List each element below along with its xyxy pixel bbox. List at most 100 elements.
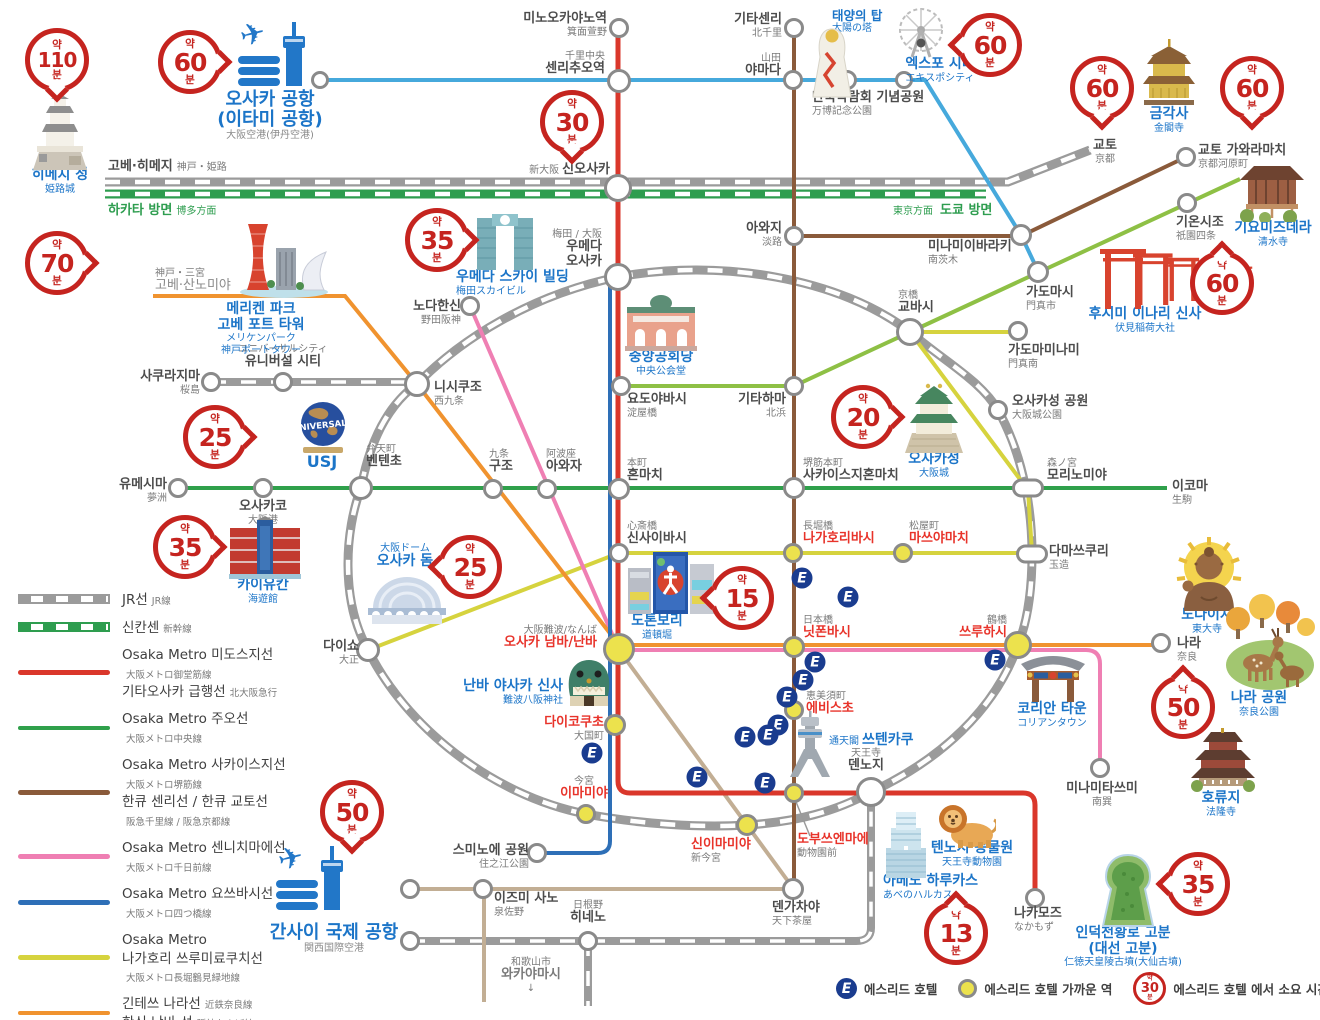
- station-label-교토 가와라마치: 교토 가와라마치京都河原町: [1198, 143, 1286, 170]
- glico-icon: [628, 552, 714, 618]
- hotel-icon: E: [836, 978, 857, 999]
- label-ja: 野田阪神: [421, 314, 461, 326]
- legend-label: Osaka Metro 주오선: [122, 711, 249, 728]
- badge-suffix: 분: [1247, 100, 1257, 112]
- kinkaku-icon: [1140, 38, 1198, 110]
- station-dot-니시쿠조: [404, 371, 430, 397]
- label-ja: 姫路城: [45, 183, 75, 195]
- station-dot-기온시조: [1177, 193, 1197, 213]
- station-dot-우메다|오사카: [604, 263, 632, 291]
- label-ja: 神戸・姫路: [176, 162, 227, 173]
- label-ko: 미나미타쓰미: [1066, 781, 1138, 796]
- label-ko: 메리켄 파크: [226, 301, 296, 317]
- label-ko: 간사이 국제 공항: [269, 922, 399, 943]
- badge-prefix: 약: [465, 543, 475, 555]
- label-ko: 노다한신: [413, 299, 461, 314]
- station-dot-unnamed: [400, 931, 420, 951]
- legend-line-sample: [18, 854, 110, 859]
- hotel-icon: E: [837, 586, 859, 608]
- badge-suffix: 분: [567, 134, 577, 146]
- badge-prefix: 약: [737, 574, 747, 586]
- osakacastle-icon: [903, 381, 965, 457]
- hotel-icon: E: [984, 649, 1006, 671]
- station-dot-벤텐초: [349, 476, 373, 500]
- legend-swatch: [18, 790, 110, 795]
- label-ko: 스미노에 공원: [452, 843, 529, 858]
- legend-label: 긴테쓰 나라선: [122, 996, 201, 1013]
- label-ko: 요도야바시: [627, 392, 687, 407]
- label-ko: 오사카코: [239, 499, 287, 514]
- label-ja: 京橋: [898, 290, 918, 301]
- label-ja: 千里中央: [565, 51, 605, 62]
- label-ko: 중앙공회당: [628, 349, 694, 365]
- label-ko: 태양의 탑: [832, 8, 883, 23]
- label-ko: 닛폰바시: [803, 625, 851, 641]
- badge-prefix: 약: [185, 38, 195, 50]
- line-jr-loop-dashes: [345, 267, 1035, 829]
- label-ja: 森ノ宮: [1047, 458, 1077, 469]
- label-ja: メリケンパーク: [226, 333, 296, 345]
- label-ko: 도쿄 방면: [940, 203, 993, 218]
- landmark-label-텐노지 동물원: 텐노지 동물원天王寺動物園: [931, 840, 1013, 868]
- label-ja: 北千里: [752, 27, 782, 39]
- station-dot-사쿠라지마: [201, 372, 221, 392]
- label-ko: 아와지: [746, 221, 782, 236]
- label-ko: 야마다: [745, 63, 781, 79]
- label-ja: 東京方面: [893, 206, 933, 217]
- station-dot-이마미야: [576, 804, 596, 824]
- badge-minutes: 60: [973, 30, 1008, 60]
- label-ja: 道頓堀: [642, 629, 672, 641]
- legend-label-ja: 北大阪急行: [229, 687, 278, 699]
- label-ko: 쓰루하시: [959, 625, 1007, 641]
- label-ja: あべのハルカス: [883, 889, 953, 901]
- station-dot-기타센리: [784, 18, 804, 38]
- legend-swatch: [18, 621, 110, 632]
- svg-text:NIVERSAL: NIVERSAL: [299, 418, 348, 433]
- station-dot-센리추오역: [607, 69, 631, 93]
- label-ja: 神戸ポートタワー: [221, 344, 301, 356]
- station-label-오사카성 공원: 오사카성 공원大阪城公園: [1012, 394, 1088, 421]
- dome-icon: [368, 572, 446, 632]
- horyuji-icon: [1191, 728, 1255, 796]
- kaiyukan-icon: [229, 516, 301, 584]
- label-ja: 万博記念公園: [812, 105, 872, 117]
- label-ko: 나라 공원: [1230, 690, 1288, 706]
- label-ja: 大正: [339, 654, 359, 666]
- label-ja: 南茨木: [928, 254, 958, 266]
- hotel-icon: E: [734, 726, 756, 748]
- landmark-label-난바 야사카 신사: 난바 야사카 신사難波八阪神社: [463, 678, 563, 706]
- label-ja: ユニバーサルシティ: [238, 344, 328, 355]
- label-ja: 天下茶屋: [772, 915, 812, 927]
- note-badge: 약 30 분: [1133, 972, 1167, 1005]
- badge-minutes: 60: [1205, 268, 1240, 298]
- station-dot-혼마치: [608, 478, 630, 500]
- label-ja: 長堀橋: [803, 521, 833, 532]
- label-ko: 가도마시: [1026, 285, 1074, 300]
- label-ko: 나라: [1177, 636, 1201, 651]
- legend-label: JR선: [122, 592, 148, 608]
- legend-item: 긴테쓰 나라선近鉄奈良線한신 난바 선阪神なんば線: [18, 994, 358, 1020]
- station-dot-마쓰야마치: [893, 543, 913, 563]
- station-dot-유메시마: [168, 478, 188, 498]
